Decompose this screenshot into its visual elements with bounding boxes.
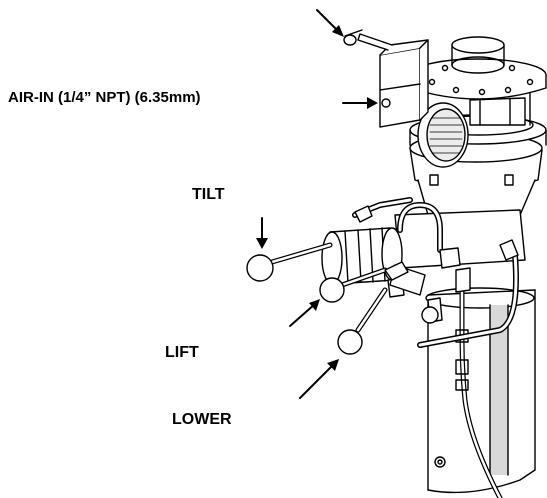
air-in-label: AIR-IN (1/4” NPT) (6.35mm) <box>8 89 201 106</box>
arrow-air-in <box>342 97 378 109</box>
tilt-handle[interactable] <box>246 242 333 282</box>
hose <box>455 287 503 498</box>
lower-label: LOWER <box>172 411 232 428</box>
lift-handle[interactable] <box>319 261 409 303</box>
arrow-lower <box>299 359 339 399</box>
arrow-tilt <box>256 217 268 249</box>
air-inlet-block <box>343 29 429 128</box>
arrow-lift <box>289 299 320 327</box>
lift-label: LIFT <box>165 344 199 361</box>
cylinder-body <box>425 287 536 494</box>
tilt-label: TILT <box>192 186 225 203</box>
arrow-top <box>316 9 344 37</box>
lower-handle[interactable] <box>337 287 388 355</box>
pressure-gauge <box>417 102 469 168</box>
